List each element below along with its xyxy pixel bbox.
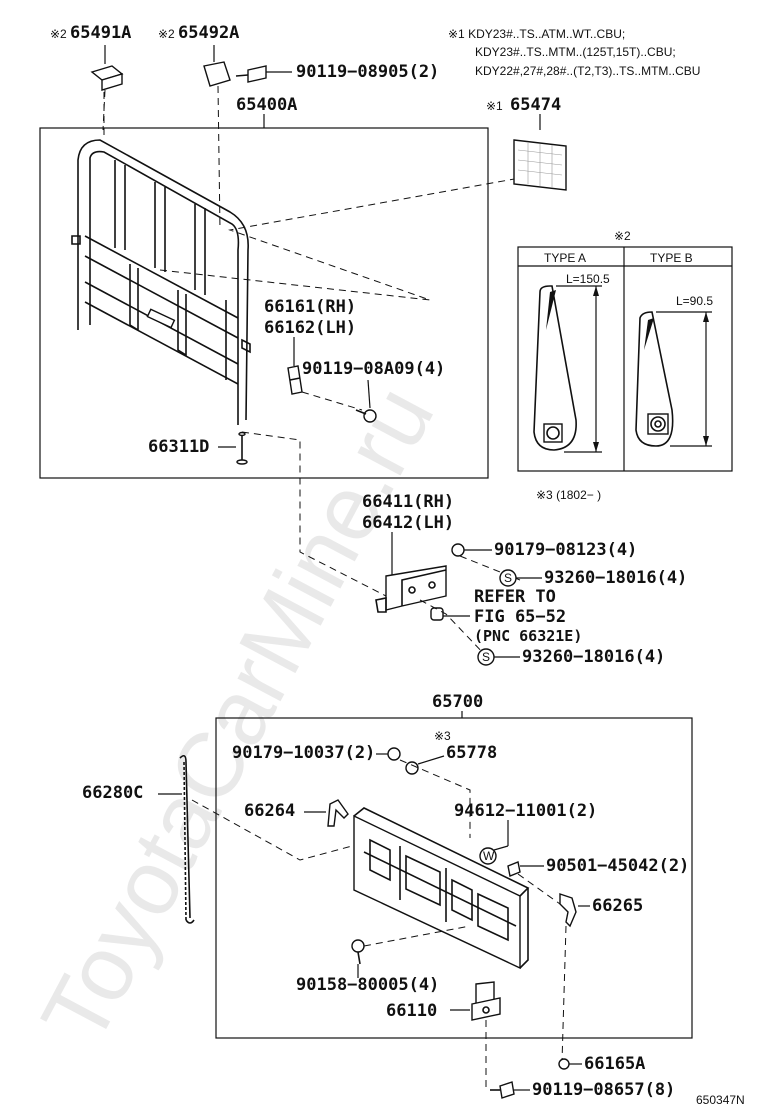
hinge-65491A-icon <box>90 45 124 131</box>
bracket-66264-icon <box>327 799 349 827</box>
part-label-66311D[interactable]: 66311D <box>148 437 209 457</box>
type-a-header: TYPE A <box>544 251 586 265</box>
chain-66280C-icon <box>179 754 195 924</box>
s-symbol-b: S <box>482 650 490 664</box>
part-label-66161[interactable]: 66161(RH) <box>264 297 356 317</box>
part-label-90119-08A09[interactable]: 90119−08A09(4) <box>302 359 445 379</box>
part-label-66264[interactable]: 66264 <box>244 801 295 821</box>
part-label-65474[interactable]: 65474 <box>510 95 561 115</box>
part-label-93260-18016-a[interactable]: 93260−18016(4) <box>544 568 687 588</box>
bolt-90119-08A09-icon <box>355 379 377 423</box>
refer-fig[interactable]: FIG 65−52 <box>474 607 566 627</box>
mark-3: ※3 <box>434 729 451 743</box>
type-box-mark: ※2 <box>614 229 631 243</box>
bracket-66110-icon <box>450 981 501 1021</box>
bolt-90119-08905-icon <box>235 65 292 83</box>
dash-leader-66411 <box>241 431 387 597</box>
type-b-length: L=90.5 <box>676 294 713 308</box>
note1-line2: KDY23#..TS..MTM..(125T,15T)..CBU; <box>475 45 676 59</box>
dash-leader-65474 <box>159 177 521 301</box>
type-b-header: TYPE B <box>650 251 693 265</box>
type-comparison-table <box>517 246 733 472</box>
part-label-90179-10037[interactable]: 90179−10037(2) <box>232 743 375 763</box>
part-label-66411[interactable]: 66411(RH) <box>362 492 454 512</box>
part-label-66162[interactable]: 66162(LH) <box>264 318 356 338</box>
washer-93260-b-icon: S <box>477 648 520 666</box>
bolt-90119-08657-icon <box>490 1081 530 1099</box>
part-label-65491A[interactable]: 65491A <box>70 23 131 43</box>
bracket-66411-icon <box>375 565 447 613</box>
part-label-65700[interactable]: 65700 <box>432 692 483 712</box>
part-label-90179-08123[interactable]: 90179−08123(4) <box>494 540 637 560</box>
part-label-90119-08657[interactable]: 90119−08657(8) <box>532 1080 675 1100</box>
clip-ref-icon <box>430 607 470 621</box>
assembly-box-65400A <box>39 127 489 479</box>
part-label-90158-80005[interactable]: 90158−80005(4) <box>296 975 439 995</box>
rear-guard-frame-icon <box>71 139 251 425</box>
bolt-90158-80005-icon <box>351 939 365 978</box>
part-label-65492A[interactable]: 65492A <box>178 23 239 43</box>
part-label-90119-08905[interactable]: 90119−08905(2) <box>296 62 439 82</box>
w-symbol: W <box>483 849 495 863</box>
note3: ※3 (1802− ) <box>536 488 601 502</box>
mark-2-a: ※2 <box>50 27 67 41</box>
pin-66311D-icon <box>236 431 248 465</box>
note1-line3: KDY22#,27#,28#..(T2,T3)..TS..MTM..CBU <box>475 64 700 78</box>
bolt-90501-45042-icon <box>507 861 544 877</box>
part-label-66165A[interactable]: 66165A <box>584 1054 645 1074</box>
part-label-66265[interactable]: 66265 <box>592 896 643 916</box>
latch-66161-icon <box>287 365 303 395</box>
hook-66265-icon <box>559 893 590 928</box>
tailgate-panel-icon <box>353 807 530 970</box>
hinge-type-a-icon <box>533 285 602 453</box>
part-label-65778[interactable]: 65778 <box>446 743 497 763</box>
s-symbol-a: S <box>504 571 512 585</box>
type-a-length: L=150.5 <box>566 272 610 286</box>
hinge-type-b-icon <box>635 311 712 447</box>
part-label-65400A[interactable]: 65400A <box>236 95 297 115</box>
hinge-65492A-icon <box>203 45 231 231</box>
nut-90179-10037-icon <box>376 747 401 761</box>
part-label-90501-45042[interactable]: 90501−45042(2) <box>546 856 689 876</box>
note1-line1: ※1 KDY23#..TS..ATM..WT..CBU; <box>448 27 625 41</box>
refer-to: REFER TO <box>474 587 556 607</box>
part-label-66110[interactable]: 66110 <box>386 1001 437 1021</box>
part-label-66280C[interactable]: 66280C <box>82 783 143 803</box>
part-label-93260-18016-b[interactable]: 93260−18016(4) <box>522 647 665 667</box>
part-label-66412[interactable]: 66412(LH) <box>362 513 454 533</box>
cap-66165A-icon <box>558 1058 582 1070</box>
assembly-box-65700 <box>215 717 693 1039</box>
washer-93260-a-icon: S <box>499 569 542 587</box>
refer-pnc: (PNC 66321E) <box>474 627 582 645</box>
washer-94612-icon: W <box>479 845 509 865</box>
plate-65474-icon <box>513 139 567 191</box>
part-label-94612-11001[interactable]: 94612−11001(2) <box>454 801 597 821</box>
mark-2-b: ※2 <box>158 27 175 41</box>
watermark: ToyotaCarMine.ru <box>23 370 454 1059</box>
diagram-code: 650347N <box>696 1093 745 1107</box>
cap-65778-icon <box>405 755 445 775</box>
nut-90179-08123-icon <box>451 543 492 557</box>
mark-1: ※1 <box>486 99 503 113</box>
